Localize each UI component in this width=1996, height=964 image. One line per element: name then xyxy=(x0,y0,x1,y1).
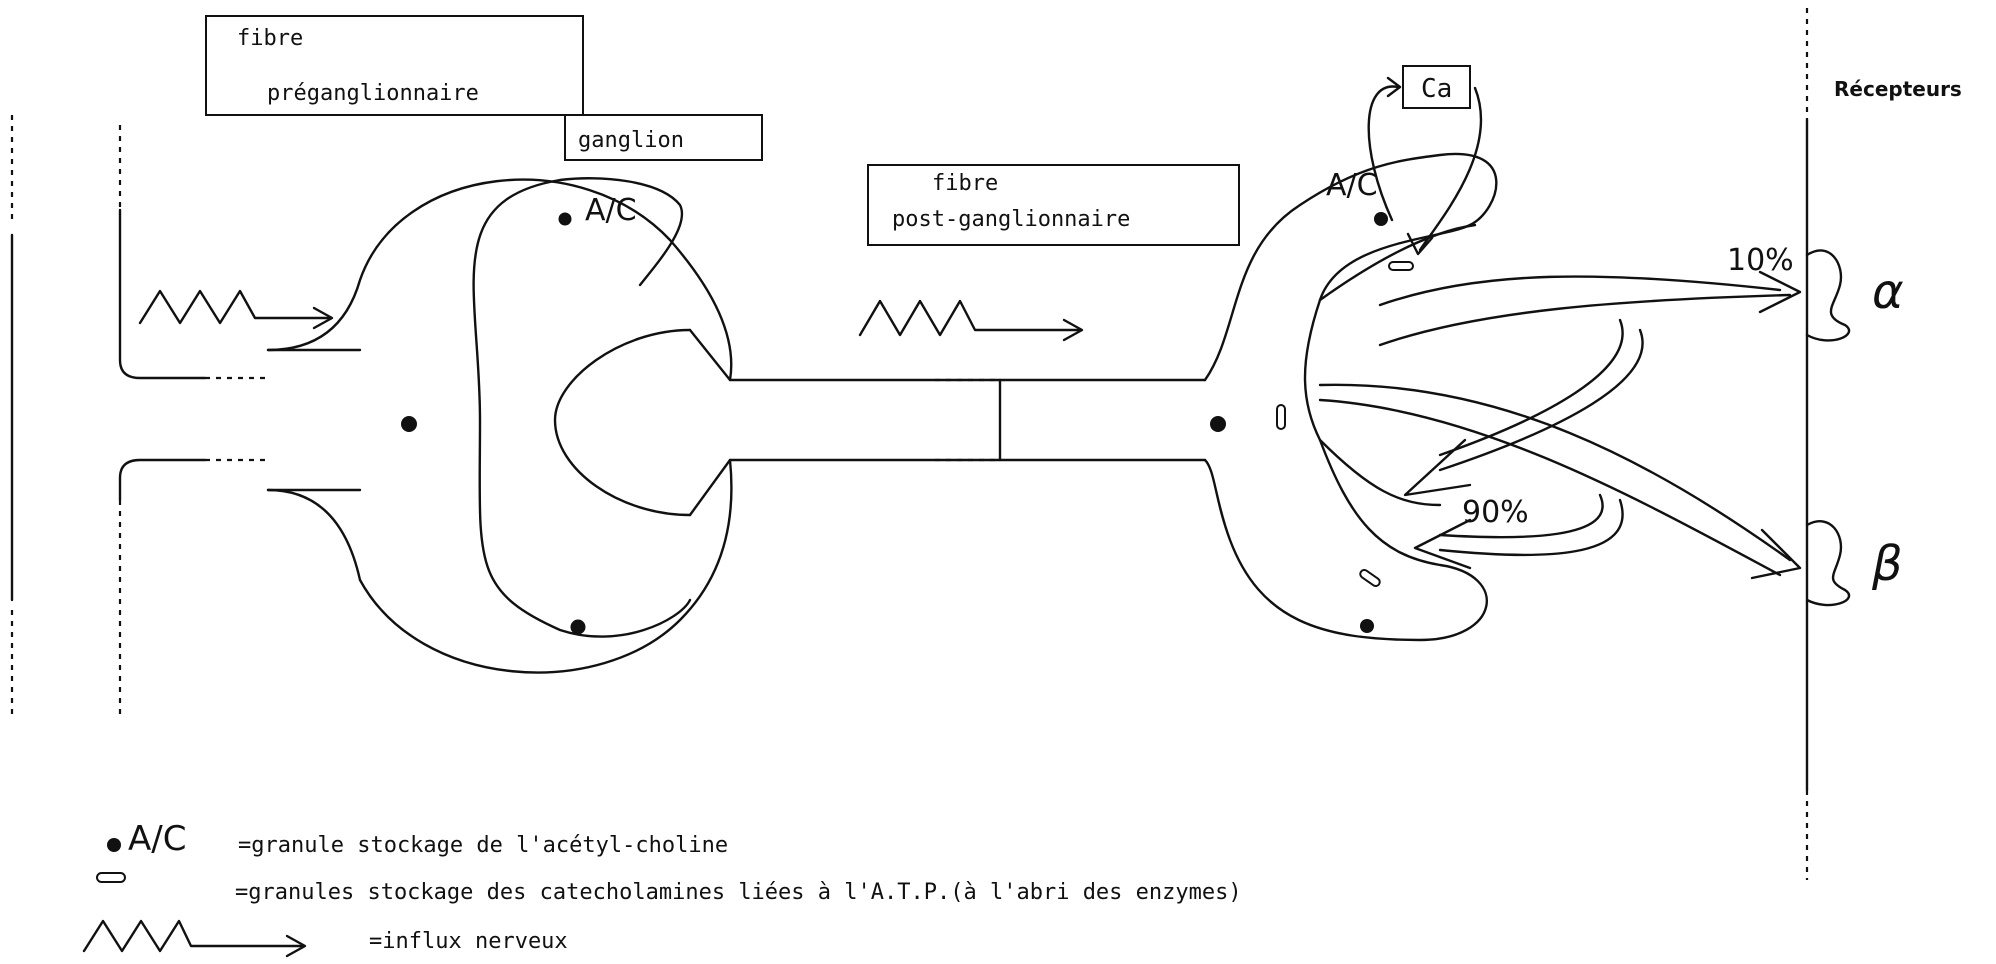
preganglionic-label-line2: préganglionnaire xyxy=(267,81,479,106)
preganglionic-fiber-lower xyxy=(118,458,207,502)
legend-influx-symbol xyxy=(82,919,305,953)
catecholamine-granule xyxy=(1388,261,1414,271)
legend-ac-granule xyxy=(107,838,121,852)
release-arrow-beta-upper xyxy=(1318,383,1792,562)
neuron-nucleus-pre xyxy=(401,416,417,432)
ganglion-ac-label: A/C xyxy=(585,193,637,228)
reuptake-arrowhead-upper xyxy=(1403,438,1472,497)
ganglion-ac-granule-top xyxy=(558,212,572,226)
terminal-ac-granule-top xyxy=(1374,212,1388,226)
terminal-ac-label: A/C xyxy=(1326,168,1378,203)
beta-receptor xyxy=(1805,520,1851,607)
calcium-box xyxy=(1402,65,1471,109)
ganglion-postsynaptic-inner xyxy=(553,328,692,517)
legend-ac-symbol: A/C xyxy=(128,819,186,859)
neuron-nucleus-post xyxy=(1210,416,1226,432)
terminal-upper-arc xyxy=(1318,223,1477,302)
ganglion-neck-upper xyxy=(688,328,732,382)
catecholamine-granule xyxy=(1359,568,1381,588)
reuptake-arrow-upper-inner xyxy=(1438,318,1624,457)
preganglionic-label-line1: fibre xyxy=(237,26,303,51)
legend-influx-text: =influx nerveux xyxy=(369,929,568,954)
nerve-influx-arrowhead-pre xyxy=(312,306,334,330)
calcium-label: Ca xyxy=(1421,74,1452,104)
calcium-arrowhead-out xyxy=(1406,232,1434,256)
reuptake-arrow-upper xyxy=(1438,328,1644,472)
terminal-ac-granule-bottom xyxy=(1360,619,1374,633)
ganglion-ac-granule-bottom xyxy=(570,619,586,635)
nerve-influx-symbol-pre xyxy=(138,289,332,325)
legend-catecholamine-text: =granules stockage des catecholamines li… xyxy=(235,880,1242,905)
reuptake-arrow-lower-inner xyxy=(1438,493,1604,539)
nerve-influx-symbol-post xyxy=(858,299,1082,337)
preganglionic-fiber-upper xyxy=(118,208,207,380)
calcium-arrow-out xyxy=(1418,86,1483,252)
percent-90-label: 90% xyxy=(1462,495,1529,530)
postganglionic-label-box xyxy=(867,164,1240,246)
percent-10-label: 10% xyxy=(1727,243,1794,278)
nerve-influx-arrowhead-post xyxy=(1062,318,1084,342)
catecholamine-granule xyxy=(1276,404,1286,430)
release-arrowhead-alpha xyxy=(1758,270,1802,314)
release-arrow-alpha-upper xyxy=(1378,275,1782,307)
alpha-label: α xyxy=(1872,264,1904,320)
postganglionic-label-line1: fibre xyxy=(932,171,998,196)
ganglion-neck-lower xyxy=(688,458,732,517)
legend-ac-text: =granule stockage de l'acétyl-choline xyxy=(238,833,728,858)
reuptake-arrowhead-lower xyxy=(1413,518,1472,570)
reuptake-arrow-lower xyxy=(1438,498,1624,557)
calcium-arrow-in xyxy=(1367,85,1400,222)
ganglion-presynaptic-terminal xyxy=(472,177,692,638)
calcium-arrowhead-in xyxy=(1386,76,1402,98)
legend-influx-arrowhead xyxy=(285,934,307,958)
ganglion-label: ganglion xyxy=(578,128,684,153)
ganglion-outer-membrane xyxy=(266,178,1002,674)
ganglion-label-box xyxy=(564,114,763,161)
receptors-title: Récepteurs xyxy=(1834,77,1962,101)
preganglionic-label-box xyxy=(205,15,584,116)
release-arrowhead-beta xyxy=(1750,528,1802,580)
release-arrow-beta-lower xyxy=(1318,398,1782,577)
release-arrow-alpha-lower xyxy=(1378,293,1792,347)
legend-catecholamine-granule xyxy=(96,872,126,883)
terminal-lower-arc xyxy=(1318,438,1442,507)
alpha-receptor xyxy=(1805,249,1851,342)
beta-label: β xyxy=(1871,536,1903,592)
postganglionic-label-line2: post-ganglionnaire xyxy=(892,207,1130,232)
postganglionic-terminal xyxy=(1203,152,1498,642)
